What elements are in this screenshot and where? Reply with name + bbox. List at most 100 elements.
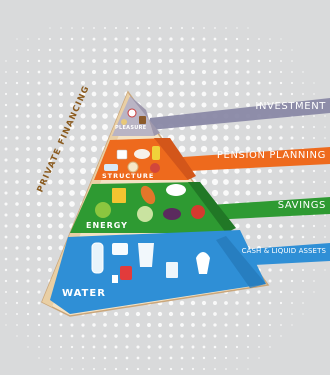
halftone-dot bbox=[157, 69, 163, 75]
halftone-dot bbox=[247, 368, 249, 370]
halftone-dot bbox=[324, 269, 326, 271]
halftone-dot bbox=[235, 59, 239, 63]
halftone-dot bbox=[113, 102, 119, 108]
halftone-dot bbox=[268, 136, 272, 140]
halftone-dot bbox=[324, 137, 326, 139]
halftone-dot bbox=[47, 256, 53, 262]
banner-pension-planning bbox=[168, 147, 330, 172]
halftone-dot bbox=[324, 181, 326, 183]
halftone-dot bbox=[36, 223, 42, 229]
halftone-dot bbox=[47, 135, 53, 141]
halftone-dot bbox=[136, 48, 140, 52]
halftone-dot bbox=[15, 290, 19, 294]
halftone-dot bbox=[16, 38, 18, 40]
halftone-dot bbox=[114, 48, 118, 52]
halftone-dot bbox=[92, 334, 96, 338]
halftone-dot bbox=[279, 81, 283, 85]
halftone-dot bbox=[4, 180, 8, 184]
halftone-dot bbox=[301, 268, 305, 272]
halftone-dot bbox=[80, 113, 86, 119]
halftone-dot bbox=[5, 302, 7, 304]
banner-investment bbox=[150, 98, 330, 130]
halftone-dot bbox=[213, 59, 217, 63]
halftone-dot bbox=[4, 202, 8, 206]
halftone-dot bbox=[245, 135, 251, 141]
halftone-dot bbox=[26, 125, 30, 129]
halftone-dot bbox=[69, 102, 75, 108]
halftone-dot bbox=[268, 290, 272, 294]
halftone-dot bbox=[114, 334, 118, 338]
halftone-dot bbox=[235, 70, 239, 74]
halftone-dot bbox=[290, 125, 294, 129]
halftone-dot bbox=[258, 335, 260, 337]
halftone-dot bbox=[212, 146, 218, 152]
halftone-dot bbox=[37, 279, 41, 283]
halftone-dot bbox=[200, 145, 208, 153]
halftone-dot bbox=[92, 70, 96, 74]
halftone-dot bbox=[70, 59, 74, 63]
halftone-dot bbox=[48, 103, 52, 107]
halftone-dot bbox=[212, 80, 218, 86]
halftone-dot bbox=[290, 191, 294, 195]
halftone-dot bbox=[124, 311, 130, 317]
halftone-dot bbox=[158, 37, 162, 41]
halftone-dot bbox=[103, 356, 107, 360]
halftone-dot bbox=[257, 301, 261, 305]
halftone-dot bbox=[146, 80, 152, 86]
halftone-dot bbox=[223, 124, 229, 130]
halftone-dot bbox=[58, 212, 64, 218]
halftone-dot bbox=[235, 92, 239, 96]
halftone-dot bbox=[224, 323, 228, 327]
energy-items-icons bbox=[95, 184, 205, 222]
halftone-dot bbox=[324, 170, 326, 172]
halftone-dot bbox=[15, 136, 19, 140]
halftone-dot bbox=[189, 134, 197, 142]
halftone-dot bbox=[136, 345, 140, 349]
halftone-dot bbox=[147, 26, 151, 30]
tier-label-structure: STRUCTURE bbox=[102, 172, 155, 180]
halftone-dot bbox=[279, 191, 283, 195]
halftone-dot bbox=[147, 37, 151, 41]
halftone-dot bbox=[234, 179, 240, 185]
halftone-dot bbox=[4, 158, 8, 162]
halftone-dot bbox=[48, 37, 52, 41]
halftone-dot bbox=[179, 300, 185, 306]
halftone-dot bbox=[246, 81, 250, 85]
halftone-dot bbox=[37, 257, 41, 261]
halftone-dot bbox=[191, 356, 195, 360]
halftone-dot bbox=[4, 268, 8, 272]
halftone-dot bbox=[92, 323, 96, 327]
halftone-dot bbox=[81, 323, 85, 327]
halftone-dot bbox=[16, 335, 18, 337]
halftone-dot bbox=[114, 367, 118, 371]
halftone-dot bbox=[235, 290, 239, 294]
halftone-dot bbox=[91, 102, 97, 108]
halftone-dot bbox=[290, 136, 294, 140]
halftone-dot bbox=[234, 146, 240, 152]
halftone-dot bbox=[26, 136, 30, 140]
halftone-dot bbox=[180, 345, 184, 349]
halftone-dot bbox=[225, 27, 227, 29]
halftone-dot bbox=[37, 59, 41, 63]
halftone-dot bbox=[236, 27, 238, 29]
halftone-dot bbox=[179, 91, 185, 97]
halftone-dot bbox=[168, 102, 174, 108]
halftone-dot bbox=[15, 301, 19, 305]
halftone-dot bbox=[125, 26, 129, 30]
halftone-dot bbox=[157, 91, 163, 97]
halftone-dot bbox=[49, 27, 51, 29]
halftone-dot bbox=[69, 168, 75, 174]
halftone-dot bbox=[279, 224, 283, 228]
halftone-dot bbox=[58, 168, 64, 174]
halftone-dot bbox=[180, 59, 184, 63]
halftone-dot bbox=[157, 80, 163, 86]
halftone-dot bbox=[49, 368, 51, 370]
halftone-dot bbox=[201, 124, 207, 130]
halftone-dot bbox=[324, 115, 326, 117]
halftone-dot bbox=[16, 49, 18, 51]
halftone-dot bbox=[290, 92, 294, 96]
halftone-dot bbox=[36, 168, 42, 174]
halftone-dot bbox=[158, 356, 162, 360]
halftone-dot bbox=[4, 257, 8, 261]
halftone-dot bbox=[269, 324, 271, 326]
